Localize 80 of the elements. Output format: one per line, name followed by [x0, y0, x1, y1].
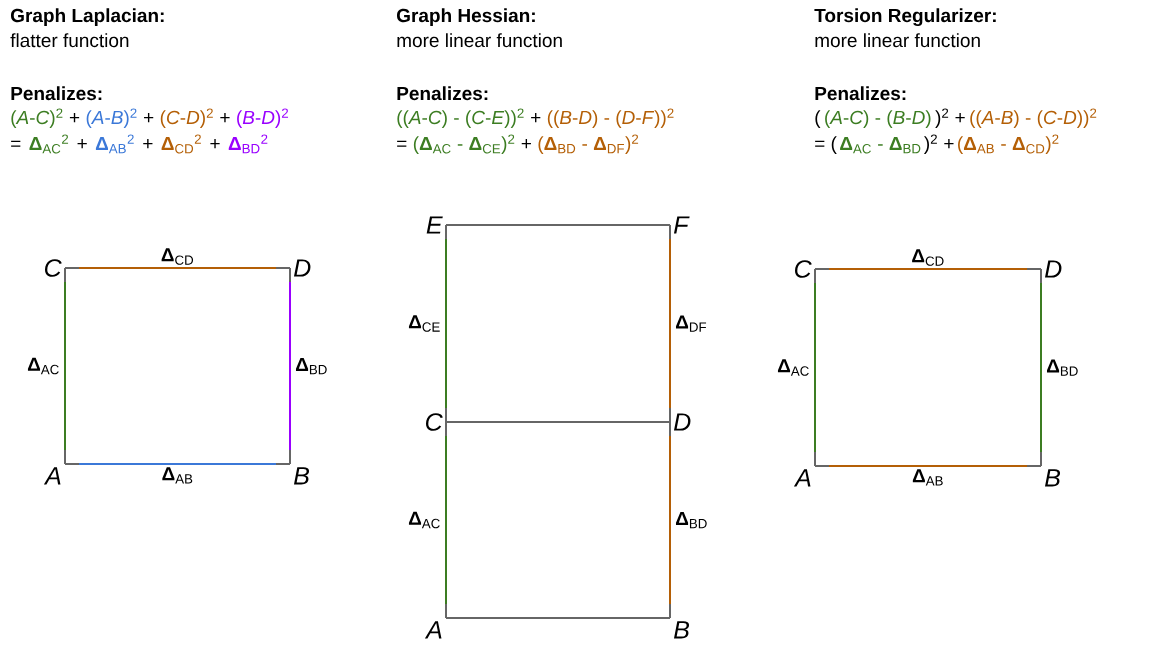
edge-label: Δ$_{BD}$	[1047, 359, 1078, 376]
edge-line	[814, 268, 816, 467]
edge-label: Δ$_{DF}$	[676, 315, 707, 332]
vertex-label: C	[426, 413, 443, 431]
edge-label: Δ$_{AB}$	[912, 469, 943, 486]
formula-term: +	[210, 139, 220, 149]
edge-label: Δ$_{AC}$	[408, 511, 440, 529]
edge-line	[64, 267, 66, 465]
heading: Graph Hessian:	[397, 8, 535, 26]
formula-term: +	[521, 139, 531, 149]
vertex-label: A	[424, 621, 442, 639]
heading: Graph Laplacian:	[11, 8, 164, 26]
vertex-label: A	[793, 469, 811, 487]
edge-line	[64, 267, 291, 269]
formula-term: +	[143, 139, 153, 149]
formula-term: (Δ$_{AB}$ - Δ$_{CD}$)$^{2}$	[958, 134, 1059, 154]
vertex-label: B	[674, 621, 690, 639]
formula-term: Δ$_{AC}$ - Δ$_{BD}$	[840, 136, 921, 154]
formula-term: +	[77, 139, 87, 149]
edge-line	[445, 421, 447, 619]
edge-line	[1040, 268, 1042, 467]
formula-term: (B-D)$^{2}$	[237, 108, 288, 128]
formula-term: +	[144, 113, 154, 123]
vertex-label: F	[674, 216, 690, 234]
vertex-label: D	[293, 259, 311, 277]
formula-term: ((A-B) - (C-D))$^{2}$	[970, 108, 1097, 128]
edge-line	[445, 224, 671, 226]
heading: Penalizes:	[397, 86, 488, 101]
formula-term: +	[220, 113, 230, 123]
formula-term: (A-C)$^{2}$	[11, 108, 63, 128]
formula-term: ((A-C) - (C-E))$^{2}$	[397, 108, 524, 128]
edge-line	[814, 268, 1042, 270]
formula-term: +	[531, 113, 541, 123]
edge-label: Δ$_{CE}$	[408, 315, 440, 332]
vertex-label: E	[426, 216, 443, 234]
vertex-label: B	[1045, 469, 1061, 487]
formula-term: =	[11, 140, 21, 147]
heading: Penalizes:	[815, 86, 906, 101]
edge-label: Δ$_{CD}$	[912, 249, 944, 266]
heading: Torsion Regularizer:	[814, 8, 996, 27]
edge-label: Δ$_{AC}$	[27, 357, 59, 375]
subtitle: flatter function	[10, 33, 129, 48]
edge-label: Δ$_{BD}$	[295, 357, 327, 375]
edge-label: Δ$_{BD}$	[676, 511, 707, 529]
edge-line	[669, 421, 671, 619]
formula-term: Δ$_{AB}$2	[95, 134, 134, 154]
vertex-label: C	[795, 260, 812, 278]
vertex-label: A	[43, 467, 61, 485]
formula-term: Δ$_{CD}$2	[161, 134, 201, 154]
formula-term: =	[397, 140, 407, 147]
edge-line	[289, 267, 291, 465]
edge-line	[64, 463, 291, 465]
vertex-label: B	[293, 467, 310, 485]
edge-line	[445, 617, 671, 619]
formula-term: Δ$_{BD}$2	[228, 134, 268, 154]
edge-label: Δ$_{AC}$	[777, 359, 809, 376]
formula-term: (A-B)$^{2}$	[86, 108, 137, 128]
edge-line	[669, 224, 671, 423]
subtitle: more linear function	[815, 33, 980, 48]
formula-term: Δ$_{AC}$2	[29, 134, 69, 154]
formula-term: )$^{2}$ +	[935, 108, 965, 128]
edge-label: Δ$_{CD}$	[161, 248, 194, 265]
formula-term: +	[69, 113, 80, 123]
subtitle: more linear function	[397, 33, 562, 48]
formula-term: (A-C) - (B-D)	[825, 110, 931, 128]
formula-term: = (	[815, 136, 837, 154]
formula-term: (Δ$_{AC}$ - Δ$_{CE}$)$^{2}$	[413, 134, 515, 154]
formula-term: ((B-D) - (D-F))$^{2}$	[547, 108, 674, 128]
formula-term: (C-D)$^{2}$	[160, 108, 213, 128]
edge-line	[814, 465, 1042, 467]
formula-term: )$^{2}$ +	[923, 134, 954, 154]
vertex-label: C	[45, 259, 62, 277]
edge-line	[445, 224, 447, 423]
edge-line	[445, 421, 671, 423]
vertex-label: D	[1045, 260, 1062, 278]
formula-term: (Δ$_{BD}$ - Δ$_{DF}$)$^{2}$	[538, 134, 639, 154]
vertex-label: D	[674, 413, 691, 431]
formula-term: (	[815, 110, 821, 128]
heading: Penalizes:	[11, 86, 102, 101]
edge-label: Δ$_{AB}$	[162, 467, 193, 484]
